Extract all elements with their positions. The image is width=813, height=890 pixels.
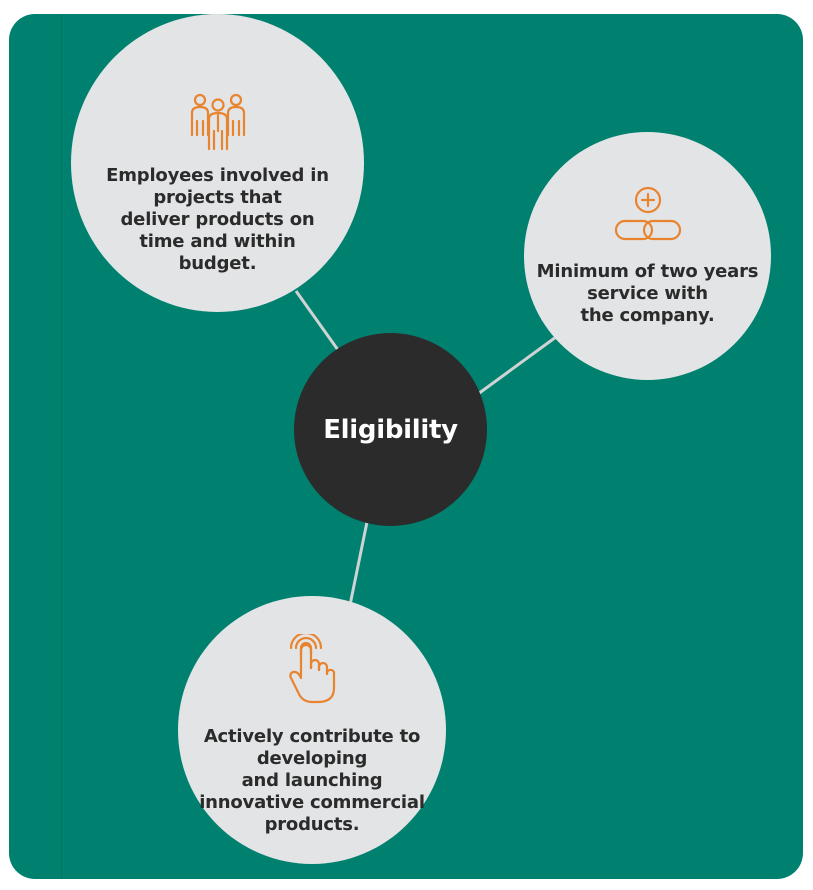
node-employees: Employees involved in projects that deli… (71, 14, 364, 312)
node-contribute: Actively contribute to developing and la… (178, 596, 446, 864)
node-contribute-text: Actively contribute to developing and la… (199, 726, 425, 835)
hub-eligibility: Eligibility (294, 333, 487, 526)
node-service-text: Minimum of two years service with the co… (536, 261, 759, 326)
node-employees-text: Employees involved in projects that deli… (106, 165, 329, 274)
hand-tap-icon (289, 634, 336, 704)
hub-label: Eligibility (323, 414, 458, 445)
connector-employees (294, 290, 340, 351)
panel-edge-strip (9, 14, 62, 879)
connector-service (477, 335, 557, 396)
node-service: Minimum of two years service with the co… (524, 132, 771, 380)
team-people-icon (190, 93, 245, 151)
linked-rings-plus-icon (614, 186, 681, 241)
connector-contribute (348, 521, 369, 606)
